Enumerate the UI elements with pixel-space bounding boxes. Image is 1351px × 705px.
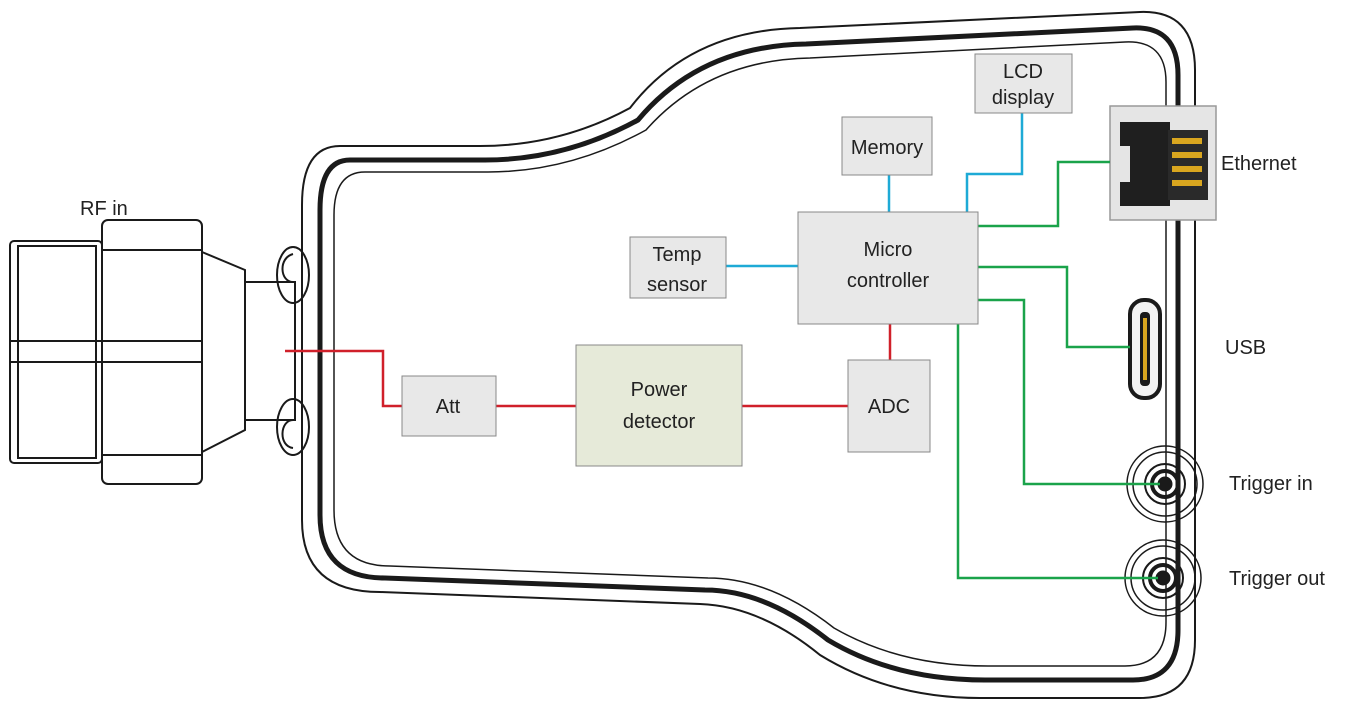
micro-label-line-1: Micro (864, 239, 913, 261)
lcd-label-line-1: LCD (1003, 61, 1043, 83)
trigger-in-label: Trigger in (1229, 473, 1313, 495)
usb-port (1128, 298, 1162, 400)
rf-connector (9, 219, 310, 485)
adc-label: ADC (868, 396, 910, 418)
power-label-line-2: detector (623, 411, 696, 433)
device-housing (301, 10, 1196, 699)
adc-block: ADC (847, 359, 931, 453)
trigger-in-jack (1126, 445, 1204, 523)
temp-sensor-block: Temp sensor (629, 236, 727, 299)
trigger-out-label: Trigger out (1229, 568, 1325, 590)
io-lines (956, 160, 1160, 580)
att-block: Att (401, 375, 497, 437)
memory-label: Memory (851, 137, 923, 159)
ethernet-label: Ethernet (1221, 153, 1297, 175)
memory-block: Memory (841, 116, 933, 176)
usb-label: USB (1225, 337, 1266, 359)
rf-signal-path (285, 324, 892, 408)
rf-in-label: RF in (80, 198, 128, 220)
lcd-label-line-2: display (992, 87, 1054, 109)
att-label: Att (436, 396, 461, 418)
micro-label-line-2: controller (847, 270, 930, 292)
power-label-line-1: Power (631, 379, 688, 401)
ethernet-port (1109, 105, 1217, 221)
power-detector-block: Power detector (575, 344, 743, 467)
temp-label-line-2: sensor (647, 274, 707, 296)
microcontroller-block: Micro controller (797, 211, 979, 325)
temp-label-line-1: Temp (653, 244, 702, 266)
lcd-display-block: LCD display (974, 53, 1073, 114)
digital-bus-lines (726, 112, 1024, 268)
